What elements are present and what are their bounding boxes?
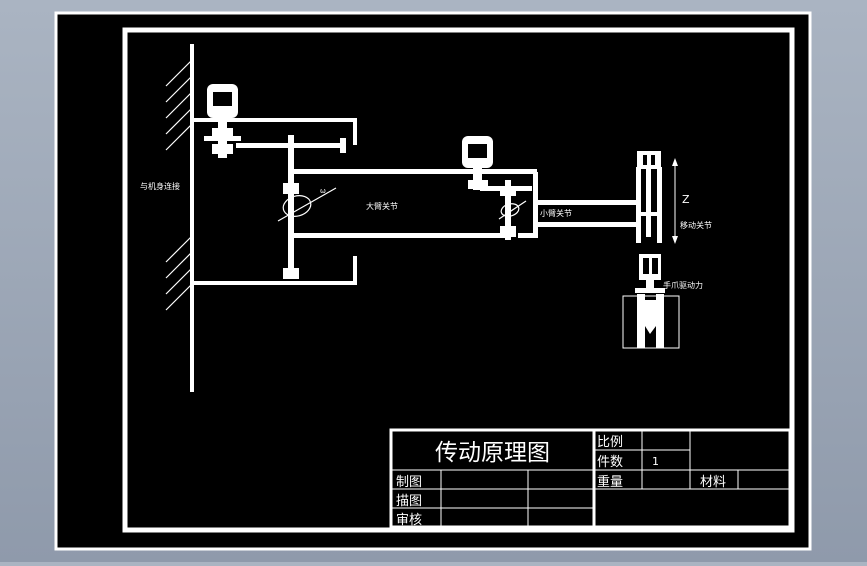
upper-arm-top (292, 169, 537, 174)
forearm-top (536, 200, 636, 205)
wrist-slide (636, 151, 662, 243)
label-rotation: ω (320, 187, 326, 195)
elbow-motor (462, 136, 493, 190)
z-axis-arrow (672, 158, 678, 244)
shoulder-shaft-end (340, 138, 346, 153)
title-block-reviewed-label: 审核 (396, 513, 422, 528)
title-block-drawn-label: 制图 (396, 475, 422, 490)
shoulder-motor (204, 84, 241, 158)
forearm-bottom (536, 222, 636, 227)
title-block-material-label: 材料 (700, 475, 726, 490)
inner-border (122, 27, 795, 533)
label-elbow-joint: 小臂关节 (540, 208, 572, 218)
label-base: 与机身连接 (140, 181, 180, 191)
gripper (622, 254, 680, 349)
label-shoulder-joint: 大臂关节 (366, 201, 398, 211)
title-block-count-label: 件数 (597, 455, 623, 470)
title-block-traced-label: 描图 (396, 494, 422, 509)
base-wall (165, 44, 194, 392)
title-block (389, 428, 792, 529)
elbow-joint (500, 172, 538, 240)
label-gripper: 手爪驱动力 (663, 280, 703, 290)
title-block-weight-label: 重量 (597, 474, 623, 490)
label-wrist-joint: 移动关节 (680, 220, 712, 230)
elbow-rotation-symbol (498, 200, 527, 220)
shoulder-bracket (192, 118, 357, 285)
title-block-title: 传动原理图 (435, 440, 550, 466)
title-block-scale-label: 比例 (597, 435, 623, 450)
upper-arm-bottom (292, 233, 506, 238)
title-block-count-value: 1 (652, 455, 659, 468)
rotation-symbol (277, 187, 337, 222)
label-z-axis: Z (682, 193, 690, 206)
